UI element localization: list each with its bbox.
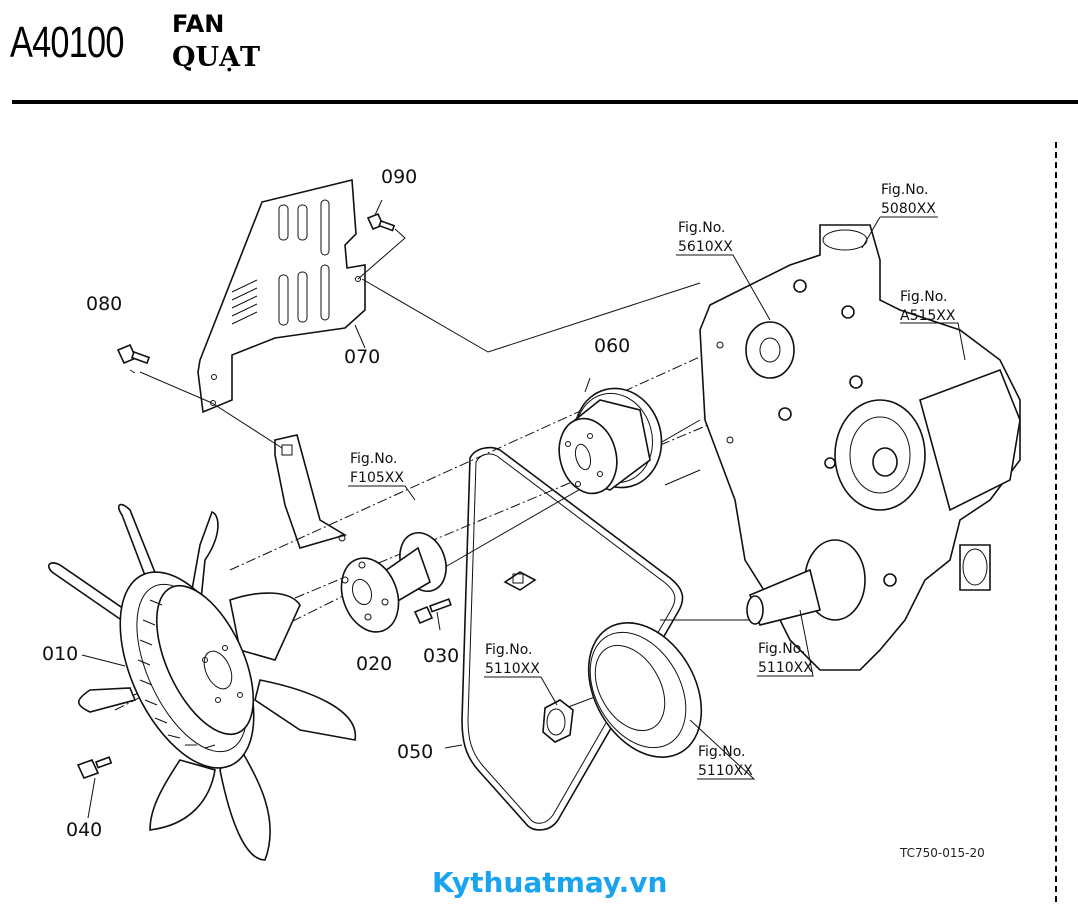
title-english: FAN [172, 10, 225, 38]
fig-ref-5110xx-nut: 5110XX [485, 661, 540, 677]
clip-nut [503, 571, 537, 591]
fig-ref-prefix: Fig.No. [678, 220, 726, 236]
fig-ref-prefix: Fig.No. [900, 289, 948, 305]
fan-pulley-060[interactable] [551, 379, 672, 500]
label-020: 020 [356, 653, 392, 675]
label-090: 090 [381, 166, 417, 188]
watermark: Kythuatmay.vn [432, 866, 668, 899]
lower-bracket [274, 434, 347, 549]
label-050: 050 [397, 741, 433, 763]
fig-ref-prefix: Fig.No. [881, 182, 929, 198]
crank-pulley [587, 622, 703, 758]
page-edge-dashed-line [1055, 142, 1057, 902]
fig-ref-5080xx: 5080XX [881, 201, 936, 217]
label-080: 080 [86, 293, 122, 315]
fig-ref-prefix: Fig.No. [350, 451, 398, 467]
fan-010[interactable] [48, 503, 356, 861]
section-code: A40100 [10, 18, 124, 67]
fig-ref-prefix: Fig.No. [758, 641, 806, 657]
spacer-bolt-030[interactable] [413, 598, 452, 625]
fig-ref-prefix: Fig.No. [485, 642, 533, 658]
fan-spacer-020[interactable] [332, 526, 454, 640]
title-vietnamese: QUẠT [172, 42, 261, 73]
fig-ref-5110xx-shaft: 5110XX [758, 660, 813, 676]
label-070: 070 [344, 346, 380, 368]
fan-bolt-040[interactable] [76, 756, 113, 779]
fig-ref-f105xx: F105XX [350, 470, 404, 486]
fan-shroud-bracket-070[interactable] [197, 178, 366, 414]
header-rule [12, 100, 1078, 104]
fig-ref-a515xx: A515XX [900, 308, 956, 324]
drawing-reference: TC750-015-20 [900, 846, 985, 860]
bracket-bolt-080[interactable] [116, 343, 151, 365]
fig-ref-5110xx-pulley: 5110XX [698, 763, 753, 779]
fan-belt-050[interactable] [461, 446, 684, 831]
fig-ref-prefix: Fig.No. [698, 744, 746, 760]
label-040: 040 [66, 819, 102, 841]
crank-nut [542, 699, 574, 743]
engine-front-assembly [699, 224, 1021, 671]
label-010: 010 [42, 643, 78, 665]
fig-ref-leaders [348, 216, 966, 780]
fig-ref-5610xx: 5610XX [678, 239, 733, 255]
label-030: 030 [423, 645, 459, 667]
label-060: 060 [594, 335, 630, 357]
bracket-bolt-090[interactable] [366, 212, 396, 232]
